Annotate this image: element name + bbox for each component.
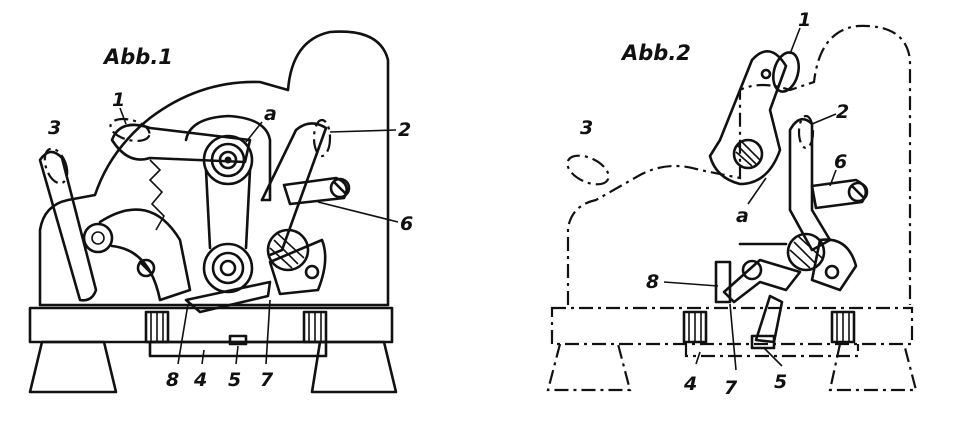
fig2-lever-1 — [708, 50, 788, 186]
fig2-spool-lower — [741, 259, 763, 281]
fig1-screw — [136, 258, 156, 278]
fig1-gear-segment — [98, 208, 192, 302]
fig2-lever-2 — [788, 117, 832, 252]
fig2-link-bar — [722, 258, 802, 304]
fig2-label-a: a — [736, 205, 749, 227]
fig1-label-8: 8 — [166, 369, 179, 391]
fig1-spool-frame — [184, 114, 272, 202]
fig2-knob-3 — [566, 154, 610, 186]
fig1-lever-2 — [260, 122, 328, 257]
fig1-label-a: a — [264, 103, 277, 125]
fig1-label-5: 5 — [228, 369, 241, 391]
fig2-label-5: 5 — [774, 371, 787, 393]
fig2-knob-2 — [797, 114, 815, 150]
fig2-cam-lever — [810, 238, 858, 292]
fig1-lower-slide — [148, 340, 328, 358]
fig1-part-6 — [282, 176, 348, 206]
fig2-label-3: 3 — [580, 117, 593, 139]
fig2-label-4: 4 — [683, 373, 697, 395]
fig1-spool-lower — [202, 242, 254, 294]
fig1-label-6: 6 — [400, 213, 413, 235]
fig1-foot-left — [28, 340, 118, 394]
fig1-housing-outline — [38, 30, 390, 307]
figure-abb2: Abb.2 — [546, 9, 918, 399]
fig2-label-2: 2 — [836, 101, 849, 123]
fig2-label-6: 6 — [834, 151, 847, 173]
fig1-label-2: 2 — [398, 119, 411, 141]
fig2-foot-right — [828, 343, 918, 392]
fig1-spring — [148, 159, 165, 231]
fig1-foot-right — [310, 340, 398, 394]
figure-abb1: Abb.1 — [28, 30, 413, 394]
fig2-foot-left — [546, 343, 632, 392]
fig1-cam-lever — [268, 238, 327, 296]
fig1-lever-1 — [110, 123, 252, 164]
fig1-label-1: 1 — [112, 89, 125, 111]
fig2-lower-slide — [684, 344, 860, 358]
fig1-spool-upper — [202, 134, 254, 186]
fig1-slide-block — [228, 334, 248, 346]
fig2-hatched-cam — [786, 232, 826, 272]
fig2-slide-block — [750, 334, 776, 350]
fig1-label-3: 3 — [48, 117, 61, 139]
fig2-pivot-hatched — [732, 138, 764, 170]
fig2-label-8: 8 — [646, 271, 659, 293]
fig2-label-1: 1 — [798, 9, 811, 31]
figure-1-title: Abb.1 — [102, 45, 173, 69]
fig2-housing-outline — [566, 24, 912, 305]
fig2-part-8-block — [714, 260, 732, 304]
fig1-base-plate — [28, 306, 394, 344]
fig1-knob-3 — [43, 147, 69, 185]
fig1-label-7: 7 — [260, 369, 274, 391]
fig2-label-7: 7 — [724, 377, 738, 399]
fig1-link-bar — [184, 280, 272, 314]
fig1-knob-2 — [312, 118, 332, 158]
fig1-label-4: 4 — [193, 369, 207, 391]
fig1-hatched-cam — [266, 228, 310, 272]
fig1-knob-1 — [109, 117, 151, 143]
fig2-base-plate — [550, 306, 914, 346]
figure-2-title: Abb.2 — [620, 41, 691, 65]
fig1-pinion-gear — [82, 222, 114, 254]
